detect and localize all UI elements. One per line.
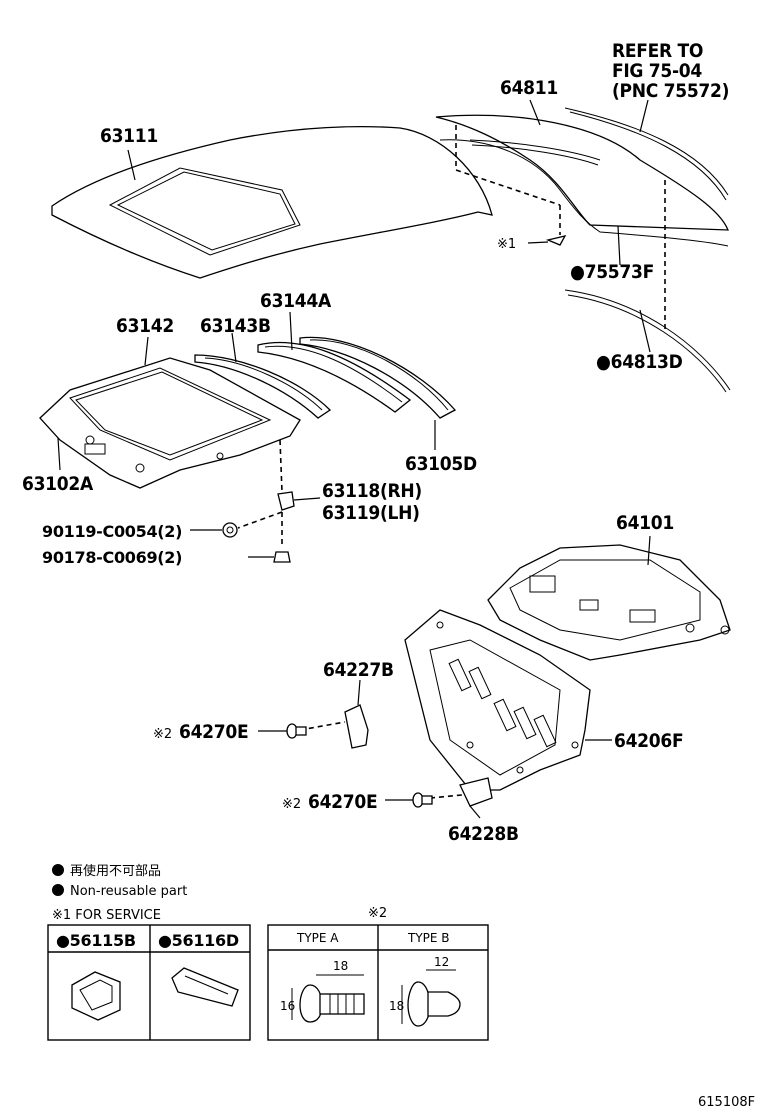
label-nut: 90178-C0069(2) xyxy=(42,548,182,567)
moulding-75573f xyxy=(617,180,666,330)
label-bolt: 90119-C0054(2) xyxy=(42,522,182,541)
diagram-code: 615108F xyxy=(698,1095,755,1110)
label-moulding-75573f: ●75573F xyxy=(570,261,654,283)
bracket-64228b xyxy=(429,777,493,819)
label-bracket-lh: 63119(LH) xyxy=(322,502,420,524)
label-bracket-rh: 63118(RH) xyxy=(322,480,422,502)
label-roof-inner-63102a: 63102A xyxy=(22,473,94,495)
label-reinforcement-63144a: 63144A xyxy=(260,290,332,312)
label-package-tray: 64101 xyxy=(616,512,674,534)
type-a-clip-illustration xyxy=(291,974,365,1023)
label-rail-63105d: 63105D xyxy=(405,453,477,475)
reinforcement-63143b xyxy=(194,332,332,419)
refer-line1: REFER TO xyxy=(612,40,703,62)
type-a-width: 18 xyxy=(333,959,348,973)
bracket-63118 xyxy=(237,439,321,548)
bracket-64227b xyxy=(299,679,369,749)
types-mark: ※2 xyxy=(368,906,387,921)
service-title: ※1 FOR SERVICE xyxy=(52,908,161,923)
label-mark-1: ※1 xyxy=(497,237,516,252)
type-b-height: 18 xyxy=(389,999,404,1013)
label-roof-panel: 63111 xyxy=(100,125,158,147)
reinforcement-63105d xyxy=(299,336,457,450)
panel-64206f xyxy=(404,609,612,791)
clip-56116d-illustration xyxy=(171,967,239,1007)
refer-line2: FIG 75-04 xyxy=(612,60,702,82)
label-back-glass: 64811 xyxy=(500,77,558,99)
type-a-label: TYPE A xyxy=(296,931,339,945)
type-b-clip-illustration xyxy=(401,969,461,1027)
legend-en: Non-reusable part xyxy=(70,884,187,899)
label-clip-a: 64270E xyxy=(179,721,248,743)
service-part1: ●56115B xyxy=(56,931,136,950)
package-tray xyxy=(487,535,731,661)
clip-64270e-a xyxy=(258,723,307,739)
bullet-icon xyxy=(52,864,64,876)
type-a-height: 16 xyxy=(280,999,295,1013)
moulding-64813d xyxy=(564,289,731,393)
type-b-width: 12 xyxy=(434,955,449,969)
bolt-90119 xyxy=(190,522,238,538)
clip-56115b-illustration xyxy=(71,971,121,1021)
label-mark-2b: ※2 xyxy=(282,797,301,812)
bullet-icon xyxy=(52,884,64,896)
label-mark-2a: ※2 xyxy=(153,727,172,742)
type-b-label: TYPE B xyxy=(407,931,450,945)
back-glass xyxy=(435,99,729,247)
nut-90178 xyxy=(248,551,291,563)
label-clip-b: 64270E xyxy=(308,791,377,813)
service-box xyxy=(47,924,251,1041)
label-bracket-64227b: 64227B xyxy=(323,659,394,681)
label-moulding-64813d: ●64813D xyxy=(596,351,683,373)
label-reinforcement-63143b: 63143B xyxy=(200,315,271,337)
legend-jp: 再使用不可部品 xyxy=(70,863,161,879)
types-box xyxy=(267,924,489,1041)
roof-panel xyxy=(51,125,493,279)
service-part2: ●56116D xyxy=(158,931,239,950)
label-panel-63142: 63142 xyxy=(116,315,174,337)
label-bracket-64228b: 64228B xyxy=(448,823,519,845)
clip-64270e-b xyxy=(385,792,433,808)
label-panel-64206f: 64206F xyxy=(614,730,683,752)
refer-line3: (PNC 75572) xyxy=(612,80,729,102)
roof-inner-panel xyxy=(39,336,301,489)
